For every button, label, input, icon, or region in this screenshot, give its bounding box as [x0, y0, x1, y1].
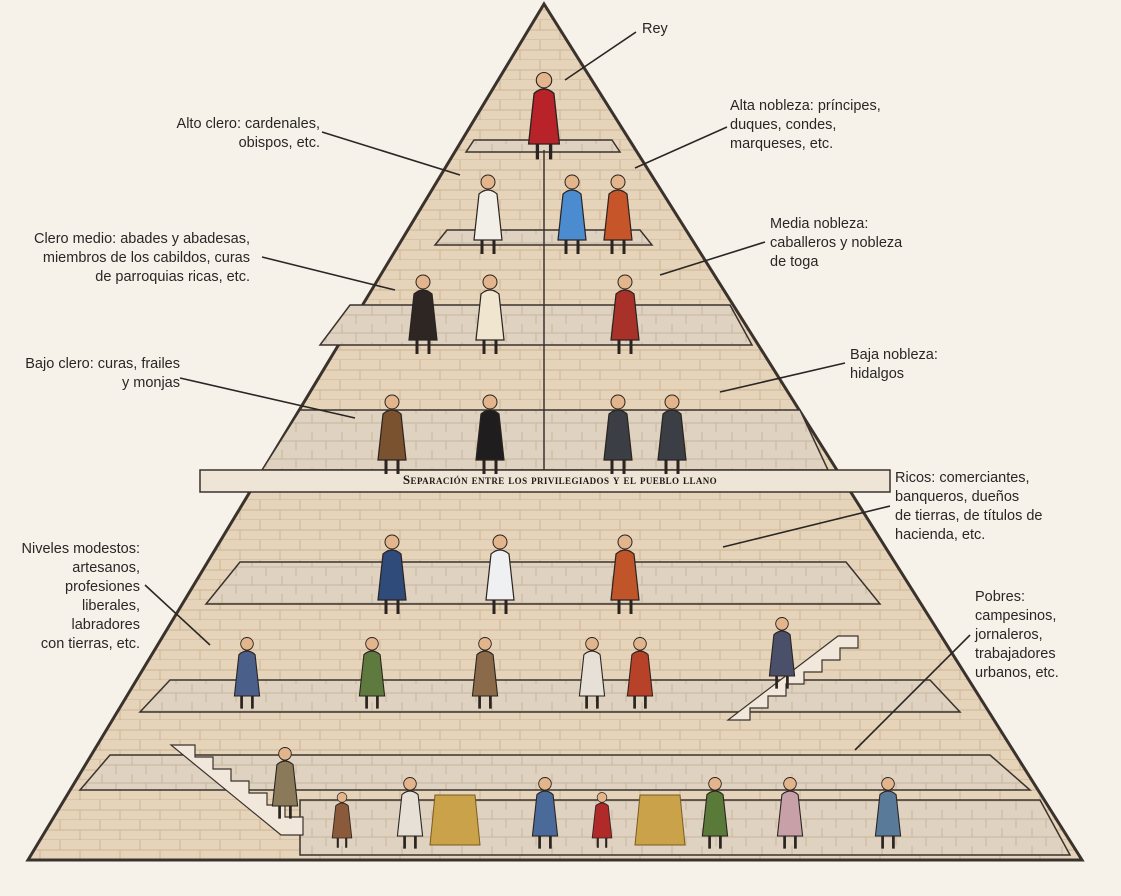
peasant-figure-icon — [358, 637, 386, 709]
staircase-left — [169, 744, 304, 836]
peasant-figure-icon — [768, 617, 796, 689]
king-figure-icon — [527, 71, 561, 160]
peasant-figure-icon — [471, 637, 499, 709]
figures — [233, 71, 902, 849]
peasant-figure-icon — [626, 637, 654, 709]
cardinal-figure-icon — [473, 174, 503, 254]
noble-figure-icon — [557, 174, 587, 254]
peasant-figure-icon — [701, 777, 729, 849]
peasant-figure-icon — [591, 792, 613, 848]
peasant-figure-icon — [271, 747, 299, 819]
commoner-floors — [78, 561, 1072, 856]
peasant-figure-icon — [578, 637, 606, 709]
peasant-figure-icon — [874, 777, 902, 849]
noble-figure-icon — [603, 174, 633, 254]
staircase-right — [726, 635, 859, 721]
friar-figure-icon — [377, 394, 407, 474]
friar-figure-icon — [408, 274, 438, 354]
noble-figure-icon — [377, 534, 407, 614]
label-media-nobleza: Media nobleza: caballeros y nobleza de t… — [770, 216, 903, 270]
wheat-sheaf-icon — [429, 794, 481, 846]
peasant-figure-icon — [531, 777, 559, 849]
separation-band — [199, 469, 891, 493]
noble-figure-icon — [657, 394, 687, 474]
noble-figure-icon — [603, 394, 633, 474]
label-separacion: Separación entre los privilegiados y el … — [402, 472, 718, 487]
label-ricos: Ricos: comerciantes, banqueros, dueños d… — [895, 470, 1043, 543]
peasant-figure-icon — [233, 637, 261, 709]
noble-figure-icon — [610, 534, 640, 614]
peasant-figure-icon — [396, 777, 424, 849]
label-pobres: Pobres: campesinos, jornaleros, trabajad… — [975, 589, 1059, 681]
label-niveles-modestos: Niveles modestos: artesanos, profesiones… — [21, 541, 140, 652]
noble-figure-icon — [485, 534, 515, 614]
label-rey: Rey — [642, 21, 668, 37]
friar-figure-icon — [475, 394, 505, 474]
peasant-figure-icon — [331, 792, 353, 848]
label-bajo-clero: Bajo clero: curas, frailes y monjas — [25, 356, 180, 391]
leader-lines — [144, 31, 971, 751]
label-alto-clero: Alto clero: cardenales, obispos, etc. — [176, 116, 320, 151]
label-clero-medio: Clero medio: abades y abadesas, miembros… — [33, 231, 250, 285]
friar-figure-icon — [475, 274, 505, 354]
wheat-sheaf-icon — [634, 794, 686, 846]
label-alta-nobleza: Alta nobleza: príncipes, duques, condes,… — [730, 98, 881, 152]
noble-figure-icon — [610, 274, 640, 354]
label-baja-nobleza: Baja nobleza: hidalgos — [850, 347, 938, 382]
peasant-figure-icon — [776, 777, 804, 849]
